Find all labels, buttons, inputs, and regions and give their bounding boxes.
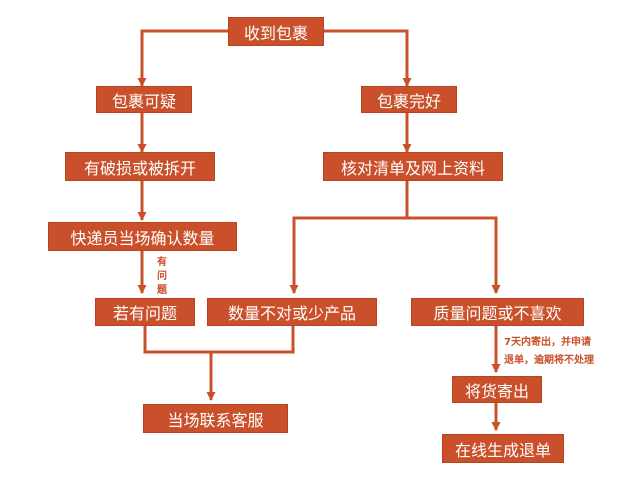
node-quantity-wrong: 数量不对或少产品 xyxy=(207,298,377,326)
node-send-back: 将货寄出 xyxy=(452,376,542,403)
note-return-policy: 7天内寄出，并申请 退单，逾期将不处理 xyxy=(504,334,594,370)
node-check-list: 核对清单及网上资料 xyxy=(323,152,503,181)
node-if-problem: 若有问题 xyxy=(95,298,195,326)
note-char: 有 xyxy=(157,257,167,268)
node-contact-service: 当场联系客服 xyxy=(143,404,288,433)
note-char: 问 xyxy=(157,271,167,282)
node-package-suspect: 包裹可疑 xyxy=(96,86,192,113)
edge-receive-suspect xyxy=(137,29,228,87)
node-quality-issue: 质量问题或不喜欢 xyxy=(411,298,584,326)
note-line: 7天内寄出，并申请 xyxy=(504,337,591,348)
edge-receive-intact xyxy=(324,29,412,87)
edge-checklist-quality xyxy=(407,216,501,294)
node-package-intact: 包裹完好 xyxy=(361,86,457,113)
edge-checklist-qty xyxy=(289,216,407,294)
node-courier-confirm: 快递员当场确认数量 xyxy=(48,222,237,251)
edge-problem-join xyxy=(143,326,295,354)
node-damaged-or-opened: 有破损或被拆开 xyxy=(65,152,215,181)
node-receive-package: 收到包裹 xyxy=(228,17,324,46)
note-line: 退单，逾期将不处理 xyxy=(504,355,594,366)
note-char: 题 xyxy=(157,285,167,296)
note-has-problem: 有 问 题 xyxy=(156,256,168,298)
node-refund-online: 在线生成退单 xyxy=(442,434,564,463)
